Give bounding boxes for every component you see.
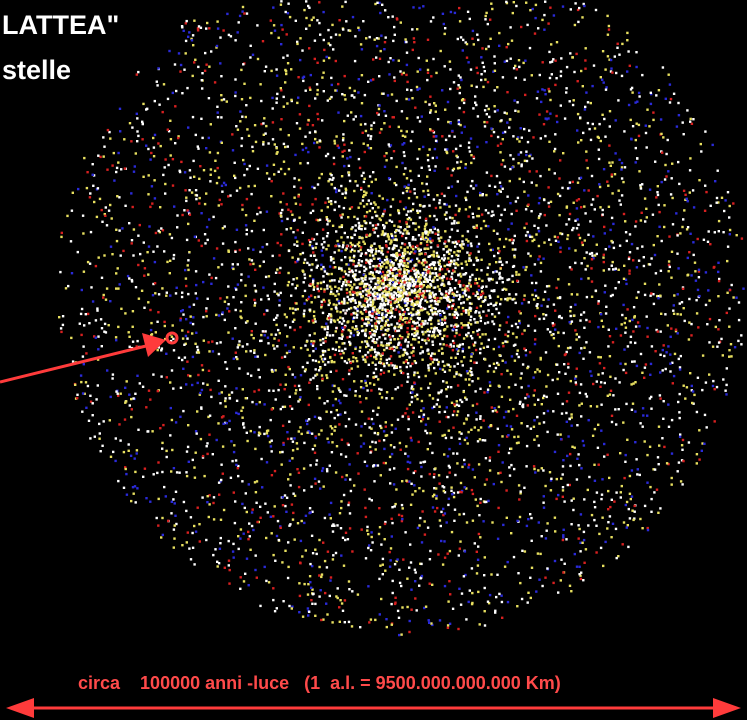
- double-headed-arrow-icon: [6, 698, 34, 718]
- star-field: [58, 0, 745, 637]
- arrowhead-right: [713, 698, 741, 718]
- title-line-2: stelle: [2, 55, 72, 85]
- arrow-shaft: [0, 343, 151, 384]
- circle-marker-icon: [165, 331, 179, 345]
- arrow-icon: [142, 333, 166, 357]
- title-line-1: LATTEA": [2, 10, 120, 40]
- scale-bar: [6, 698, 741, 718]
- sun-pointer-arrow: [0, 331, 179, 384]
- scale-label: circa 100000 anni -luce (1 a.l. = 9500.0…: [78, 673, 561, 693]
